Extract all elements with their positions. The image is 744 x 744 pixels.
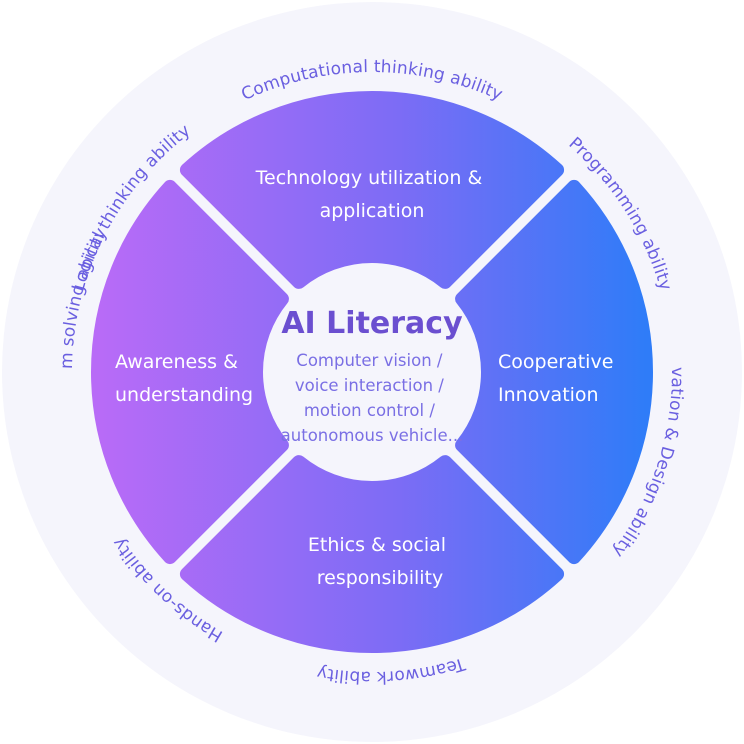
segment-right-label: Cooperative Innovation <box>498 351 619 406</box>
segment-top <box>179 91 565 289</box>
segments-group <box>91 91 653 653</box>
segment-bottom-label: Ethics & social responsibility <box>308 534 452 589</box>
center-description: Computer vision / voice interaction / mo… <box>281 351 464 445</box>
segment-left-label: Awareness & understanding <box>115 351 253 406</box>
segment-top-label: Technology utilization & application <box>255 167 489 222</box>
segment-left <box>91 179 289 565</box>
segment-bottom <box>179 455 565 653</box>
center-title: AI Literacy <box>281 306 463 341</box>
center-circle <box>264 264 480 480</box>
segment-right <box>455 179 653 565</box>
